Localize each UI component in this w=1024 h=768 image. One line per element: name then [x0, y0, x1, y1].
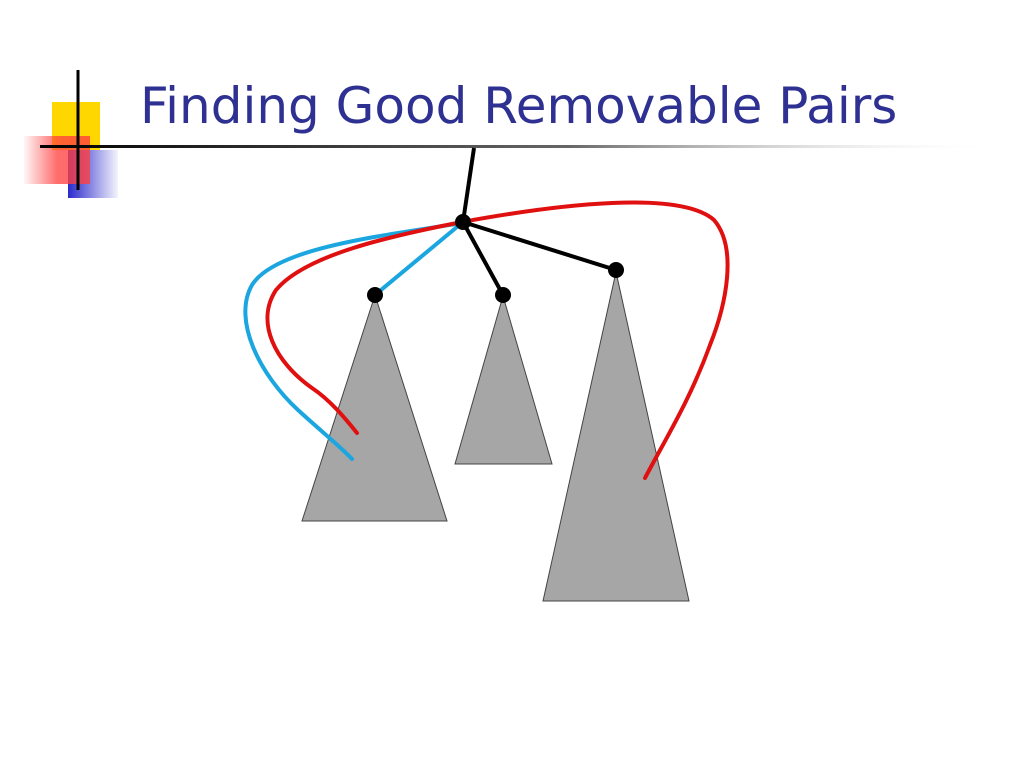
left-child-node — [367, 287, 383, 303]
middle-child-node — [495, 287, 511, 303]
red-path — [265, 200, 730, 480]
right-child-node — [608, 262, 624, 278]
slide-title: Finding Good Removable Pairs — [140, 77, 898, 135]
middle-subtree — [454, 294, 553, 465]
edge-root-middle — [461, 221, 505, 296]
blue-edge-root-left — [373, 220, 465, 297]
parent-edge — [461, 147, 476, 223]
root-node — [455, 214, 471, 230]
edge-root-right — [462, 220, 617, 272]
left-subtree — [301, 293, 448, 522]
blue-path — [243, 221, 464, 461]
right-subtree — [542, 271, 690, 602]
